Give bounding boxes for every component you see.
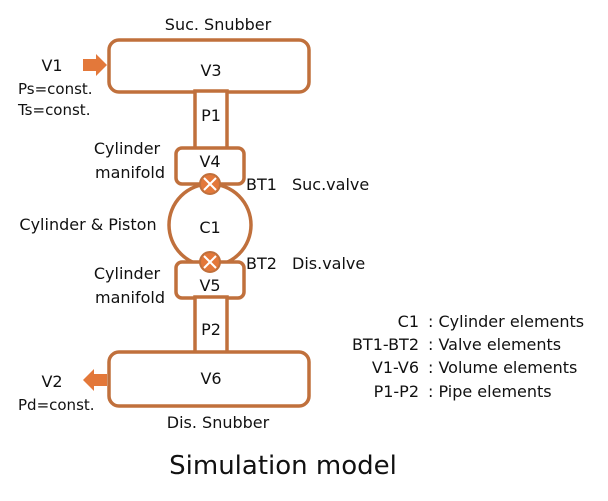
pipe-p2-label: P2 [201,320,221,339]
outlet-arrow-icon [83,369,107,391]
inlet-arrow-icon [83,54,107,76]
bottom-manifold-label-line2: manifold [95,288,165,307]
discharge-valve-id: BT2 [246,254,277,273]
legend-desc: : Cylinder elements [428,312,584,331]
suction-valve-name: Suc.valve [292,175,369,194]
discharge-snubber-box [107,350,311,408]
pipe-p1-label: P1 [201,106,221,125]
discharge-pressure-label: Pd=const. [18,396,95,414]
suction-temperature-label: Ts=const. [17,101,90,119]
bottom-manifold-label-line1: Cylinder [94,264,161,283]
pipe-p1 [193,89,229,151]
legend: C1 : Cylinder elements BT1-BT2 : Valve e… [352,312,584,401]
cylinder-id-label: C1 [199,218,220,237]
outlet-volume-label: V2 [41,372,62,391]
suction-volume-label: V3 [200,61,221,80]
discharge-valve-icon [199,251,221,273]
legend-desc: : Volume elements [428,358,577,377]
legend-key: C1 [398,312,419,331]
discharge-valve-name: Dis.valve [292,254,365,273]
top-manifold-label-line1: Cylinder [94,139,161,158]
top-manifold-volume-label: V4 [199,152,220,171]
diagram-title: Simulation model [169,451,397,481]
suction-valve-icon [199,173,221,195]
suction-pressure-label: Ps=const. [18,80,93,98]
inlet-volume-label: V1 [41,56,62,75]
legend-desc: : Valve elements [428,335,561,354]
discharge-volume-label: V6 [200,369,221,388]
suction-snubber-label: Suc. Snubber [165,15,272,34]
suction-valve-id: BT1 [246,175,277,194]
legend-key: V1-V6 [372,358,419,377]
cylinder-piston-label: Cylinder & Piston [19,215,156,234]
bottom-manifold-volume-label: V5 [199,276,220,295]
top-manifold-label-line2: manifold [95,163,165,182]
discharge-snubber-label: Dis. Snubber [167,413,270,432]
legend-key: P1-P2 [374,382,419,401]
legend-desc: : Pipe elements [428,382,552,401]
legend-key: BT1-BT2 [352,335,419,354]
